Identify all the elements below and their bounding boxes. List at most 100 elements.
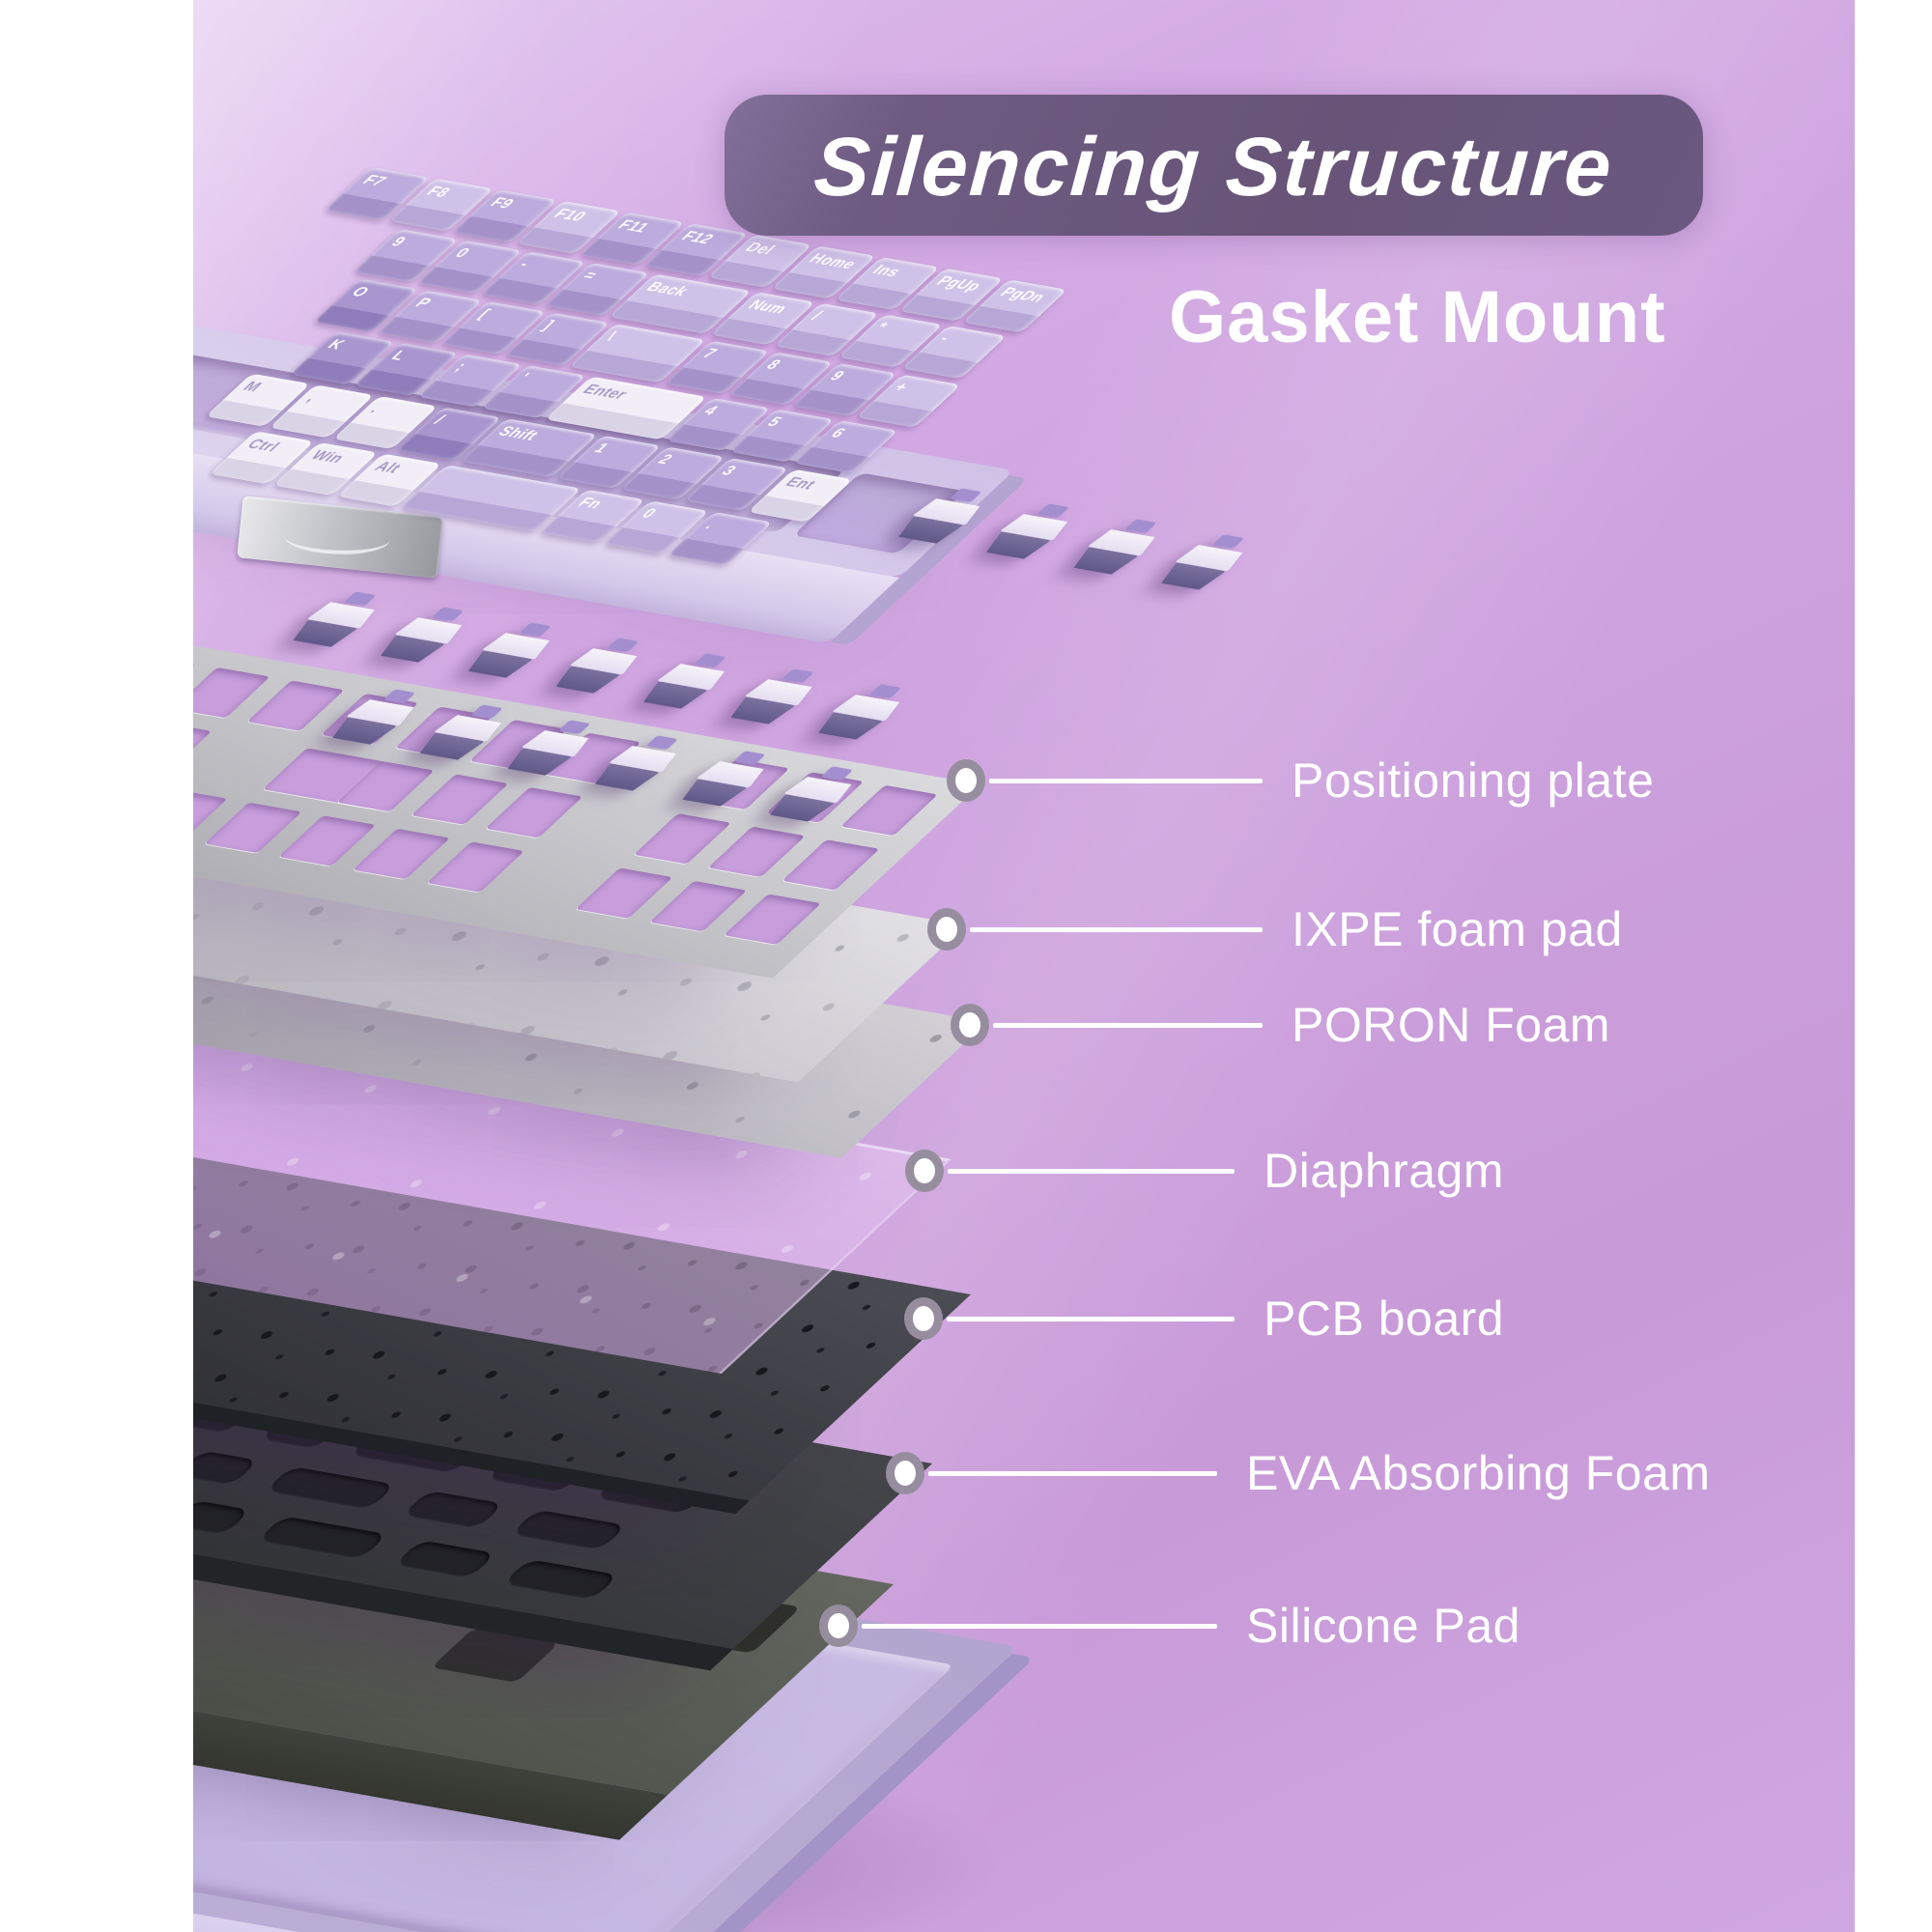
switch-stem [1124, 519, 1157, 534]
key-legend: 2 [653, 451, 677, 468]
callout-dot [905, 1150, 944, 1192]
key-legend: , [302, 389, 323, 406]
key-legend: 7 [697, 346, 722, 362]
key-legend: Alt [370, 458, 406, 477]
key-legend: * [870, 319, 893, 335]
key-legend: Home [804, 250, 862, 272]
key-legend: Enter [578, 382, 633, 403]
switch-stem [431, 607, 465, 622]
key-legend: . [366, 401, 386, 416]
mx-switch [499, 717, 607, 777]
key-legend: 4 [698, 403, 723, 419]
switch-stem [344, 591, 377, 607]
layer-label: EVA Absorbing Foam [1246, 1446, 1711, 1500]
switch-stem [1037, 503, 1070, 519]
key-legend: Num [743, 297, 792, 318]
layer-label: Positioning plate [1292, 753, 1655, 808]
plate-hole [204, 802, 302, 854]
key-legend: = [578, 268, 603, 284]
mx-switch [325, 686, 432, 746]
key-legend: F9 [485, 194, 519, 213]
switch-stem [868, 684, 902, 699]
key-legend: . [700, 517, 721, 532]
plate-hole [278, 815, 377, 867]
plate-hole [781, 839, 880, 891]
callout-dot [951, 1004, 989, 1046]
key-legend: PgDn [995, 284, 1050, 306]
key-legend: ] [538, 318, 559, 333]
callout-line [989, 779, 1263, 783]
eva-slot [265, 1465, 396, 1510]
key-legend: L [386, 348, 412, 364]
mx-switch [1065, 516, 1173, 576]
mx-switch [587, 732, 695, 792]
key-legend: 9 [825, 368, 849, 384]
eva-slot [401, 1490, 505, 1529]
key-legend: 0 [450, 245, 474, 262]
subtitle: Gasket Mount [1169, 276, 1666, 358]
eva-slot [193, 1499, 251, 1535]
switch-stem [694, 653, 727, 668]
plate-hole [193, 722, 213, 773]
mx-switch [723, 666, 830, 725]
switch-stem [519, 622, 552, 638]
key-legend: 0 [637, 505, 662, 522]
switch-stem [781, 668, 814, 684]
key-legend: Win [306, 447, 350, 467]
layer-label: Diaphragm [1264, 1144, 1505, 1198]
key-legend: 1 [589, 440, 613, 457]
key-legend: F8 [421, 184, 455, 201]
plate-hole [707, 826, 806, 878]
eva-slot [501, 1558, 619, 1601]
layer-label: IXPE foam pad [1292, 902, 1623, 956]
key-legend: ; [450, 358, 471, 375]
callout-line [947, 1317, 1235, 1321]
switch-stem [733, 751, 766, 766]
key-legend: + [889, 380, 914, 396]
plate-hole [724, 894, 822, 945]
key-legend: Back [641, 279, 694, 300]
mx-switch [373, 604, 480, 664]
key-legend: F10 [549, 206, 591, 225]
key-legend: \ [602, 328, 622, 344]
key-legend: 6 [826, 425, 850, 441]
key-legend: 5 [762, 413, 786, 430]
mx-switch [979, 500, 1086, 560]
plate-hole [840, 784, 938, 837]
key-legend: Del [740, 240, 780, 259]
key-legend: / [807, 308, 827, 324]
key-legend: - [934, 330, 955, 346]
eva-slot [393, 1540, 497, 1578]
switch-stem [949, 488, 982, 503]
key-legend: ' [514, 370, 534, 385]
page-title: Silencing Structure [810, 121, 1616, 213]
key-legend: 8 [761, 356, 785, 373]
mx-switch [891, 485, 998, 545]
callout-line [970, 927, 1263, 932]
key-legend: 9 [386, 234, 411, 250]
callout-dot [819, 1605, 858, 1647]
key-legend: F12 [676, 228, 719, 247]
key-legend: Shift [493, 423, 543, 444]
mx-switch [461, 619, 568, 679]
key-legend: P [411, 295, 437, 312]
callout-dot [886, 1452, 924, 1494]
callout-line [862, 1624, 1217, 1629]
callout-line [993, 1023, 1263, 1028]
mx-switch [1153, 531, 1261, 591]
layer-label: PORON Foam [1292, 998, 1611, 1052]
plate-hole [353, 828, 450, 880]
layer-label: Silicone Pad [1246, 1599, 1520, 1653]
key-legend: Ctrl [242, 436, 285, 456]
key-legend: PgUp [931, 273, 986, 295]
mx-switch [810, 681, 918, 741]
key-legend: Fn [573, 495, 608, 513]
key-legend: - [514, 256, 535, 272]
eva-slot [510, 1509, 628, 1550]
key-legend: 3 [717, 463, 741, 479]
eva-slot [256, 1516, 388, 1559]
callout-dot [904, 1297, 943, 1340]
key-legend: F7 [357, 172, 391, 190]
switch-stem [383, 689, 416, 704]
